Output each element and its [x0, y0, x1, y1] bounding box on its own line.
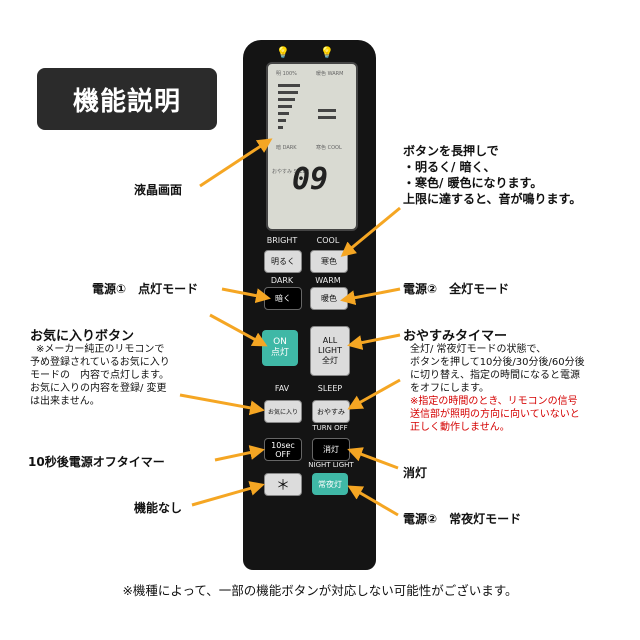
- arrow-sleep: [347, 378, 401, 410]
- bulb-icon: 💡: [276, 46, 290, 59]
- darker-button-label: 暗く: [275, 294, 291, 303]
- arrow-night: [347, 485, 399, 517]
- power1-label: 電源① 点灯モード: [92, 282, 199, 296]
- on-button-jp: 点灯: [270, 348, 289, 358]
- lcd-timer-digits: 09: [292, 162, 329, 197]
- ten-sec-bottom: OFF: [275, 449, 291, 459]
- lcd-sleep-label: おやすみ SLEEP: [272, 169, 309, 175]
- on-button-en: ON: [273, 337, 287, 347]
- sleep-warn1: ※指定の時間のとき、リモコンの信号: [410, 396, 578, 407]
- cool-label: COOL: [316, 236, 340, 245]
- long-press-line2: ・寒色/ 暖色になります。: [403, 176, 543, 190]
- arrow-lcd: [199, 138, 273, 188]
- long-press-line3: 上限に達すると、音が鳴ります。: [403, 192, 582, 206]
- star-button[interactable]: ＊: [264, 473, 302, 496]
- fav-label: FAV: [274, 384, 290, 393]
- sleep-button-label: おやすみ: [317, 407, 345, 416]
- bright-label: BRIGHT: [266, 236, 298, 245]
- sleep-label: SLEEP: [317, 384, 343, 393]
- arrow-power1: [221, 287, 271, 304]
- sleep-description: 全灯/ 常夜灯モードの状態で、 ボタンを押して10分後/30分後/60分後 に切…: [410, 343, 585, 434]
- warm-button-label: 暖色: [321, 294, 337, 303]
- arrow-fav: [179, 393, 265, 416]
- fav-line5: は出来ません。: [30, 396, 100, 407]
- lcd-dark-label: 暗 DARK: [276, 145, 297, 151]
- fav-line1: ※メーカー純正のリモコンで: [36, 344, 165, 355]
- turn-off-label: TURN OFF: [312, 424, 348, 432]
- arrow-power2-all: [340, 287, 401, 306]
- warm-label: WARM: [315, 276, 341, 285]
- long-press-note: ボタンを長押しで ・明るく/ 暗く、 ・寒色/ 暖色になります。 上限に達すると…: [403, 143, 581, 207]
- turn-off-label-ann: 消灯: [403, 466, 428, 480]
- all-light-en: ALL LIGHT: [318, 336, 342, 355]
- brighter-button-label: 明るく: [271, 257, 295, 266]
- on-button[interactable]: ON 点灯: [262, 330, 298, 366]
- fav-line4: お気に入りの内容を登録/ 変更: [30, 383, 167, 394]
- power2-all-label: 電源② 全灯モード: [403, 282, 510, 296]
- arrow-all-light: [347, 333, 401, 351]
- long-press-line1: ・明るく/ 暗く、: [403, 160, 496, 174]
- arrow-turn-off: [347, 447, 399, 470]
- page-title: 機能説明: [72, 86, 181, 117]
- arrow-tensec: [214, 445, 265, 462]
- all-light-button[interactable]: ALL LIGHT 全灯: [310, 326, 350, 376]
- ten-sec-top: 10sec: [271, 440, 295, 450]
- night-light-button-label: 常夜灯: [318, 479, 342, 489]
- lcd-cool-label: 寒色 COOL: [316, 145, 342, 151]
- fav-line3: モードの 内容で点灯します。: [30, 370, 169, 381]
- sleep-line2: ボタンを押して10分後/30分後/60分後: [410, 357, 585, 368]
- brighter-button[interactable]: 明るく: [264, 250, 302, 273]
- night-light-label: NIGHT LIGHT: [308, 461, 354, 469]
- turn-off-button-label: 消灯: [323, 445, 339, 454]
- cool-button[interactable]: 寒色: [310, 250, 348, 273]
- no-function-label: 機能なし: [134, 501, 183, 515]
- footer-text: ※機種によって、一部の機能ボタンが対応しない可能性がございます。: [122, 583, 518, 598]
- lcd-brightness-label: 明 100%: [276, 71, 297, 77]
- sleep-line4: をオフにします。: [410, 383, 489, 394]
- sleep-warn2: 送信部が照明の方向に向いていないと: [410, 409, 580, 420]
- lcd-warm-label: 暖色 WARM: [316, 71, 344, 77]
- bulb-icon-2: 💡: [320, 46, 334, 59]
- title-badge: 機能説明: [37, 68, 217, 130]
- dark-label: DARK: [270, 276, 294, 285]
- ten-sec-off-button[interactable]: 10sec OFF: [264, 438, 302, 461]
- footer-note: ※機種によって、一部の機能ボタンが対応しない可能性がございます。: [0, 580, 640, 599]
- sleep-title: おやすみタイマー: [403, 329, 508, 344]
- arrow-star: [191, 481, 265, 507]
- fav-line2: 予め登録されているお気に入り: [30, 357, 170, 368]
- sleep-warn3: 正しく動作しません。: [410, 422, 510, 433]
- long-press-title: ボタンを長押しで: [403, 144, 499, 158]
- fav-button-label: お気に入り: [267, 409, 298, 416]
- all-light-jp: 全灯: [322, 356, 338, 365]
- sleep-line1: 全灯/ 常夜灯モードの状態で、: [410, 344, 547, 355]
- arrow-on: [209, 313, 268, 347]
- fav-title: お気に入りボタン: [30, 329, 135, 344]
- arrow-long-press: [340, 206, 401, 257]
- cool-button-label: 寒色: [321, 257, 337, 266]
- fav-description: ※メーカー純正のリモコンで 予め登録されているお気に入り モードの 内容で点灯し…: [30, 343, 170, 408]
- power2-night-label: 電源② 常夜灯モード: [403, 512, 522, 526]
- ten-sec-timer-label: 10秒後電源オフタイマー: [28, 455, 165, 469]
- night-light-button[interactable]: 常夜灯: [312, 473, 348, 495]
- star-button-label: ＊: [276, 477, 290, 494]
- sleep-line3: に切り替え、指定の時間になると電源: [410, 370, 580, 381]
- lcd-screen-label: 液晶画面: [134, 183, 183, 197]
- sleep-button[interactable]: おやすみ: [312, 400, 350, 423]
